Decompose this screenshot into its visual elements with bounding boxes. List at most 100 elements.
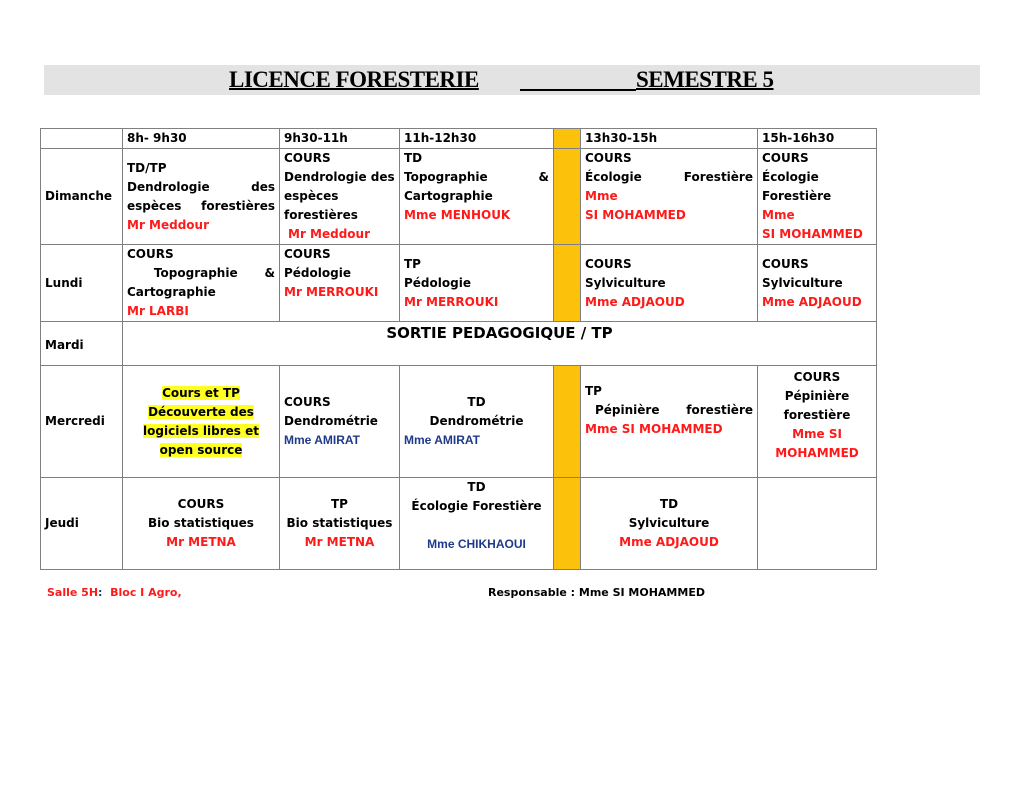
course-cell: COURS Écologie Forestière Mme SI MOHAMME… bbox=[580, 148, 758, 245]
teacher-name: Mme AMIRAT bbox=[284, 433, 360, 447]
time-slot-3: 11h-12h30 bbox=[399, 128, 554, 149]
course-subject: Cartographie bbox=[404, 189, 493, 203]
lunch-break-cell bbox=[553, 365, 581, 478]
teacher-name: Mme ADJAOUD bbox=[762, 294, 862, 309]
lunch-break-cell bbox=[553, 128, 581, 149]
room-colon: : bbox=[98, 586, 103, 599]
course-subject: Sylviculture bbox=[762, 275, 843, 290]
course-cell: TD Dendrométrie Mme AMIRAT bbox=[399, 365, 554, 478]
teacher-name: Mr Meddour bbox=[288, 227, 371, 241]
course-type: COURS bbox=[177, 497, 225, 511]
course-type: TD bbox=[467, 480, 486, 494]
course-subject: espèces forestières bbox=[127, 198, 275, 213]
teacher-name: Mme AMIRAT bbox=[404, 433, 480, 447]
course-cell: COURS Topographie & Cartographie Mr LARB… bbox=[122, 244, 280, 322]
course-type: TD bbox=[467, 395, 486, 409]
course-subject: Pépinière forestière bbox=[595, 403, 753, 417]
course-cell: COURS Pédologie Mr MERROUKI bbox=[279, 244, 400, 322]
course-subject: espèces bbox=[284, 189, 339, 203]
room-info: Salle 5H: Bloc I Agro, bbox=[47, 586, 182, 599]
empty-course-cell bbox=[757, 477, 877, 570]
table-row: Mardi SORTIE PEDAGOGIQUE / TP bbox=[40, 321, 877, 366]
course-cell: TD Sylviculture Mme ADJAOUD bbox=[580, 477, 758, 570]
table-row: Dimanche TD/TP Dendrologie des espèces f… bbox=[40, 148, 877, 245]
teacher-name: Mr MERROUKI bbox=[404, 294, 499, 309]
teacher-name: Mr Meddour bbox=[127, 217, 210, 232]
course-type: COURS bbox=[585, 256, 632, 271]
course-cell: Cours et TP Découverte des logiciels lib… bbox=[122, 365, 280, 478]
teacher-name: Mme ADJAOUD bbox=[619, 535, 719, 549]
teacher-name: Mme CHIKHAOUI bbox=[427, 537, 526, 551]
room-value: Bloc I Agro, bbox=[110, 586, 182, 599]
course-cell: TP Pédologie Mr MERROUKI bbox=[399, 244, 554, 322]
course-subject: Topographie & bbox=[127, 266, 275, 280]
course-subject: Sylviculture bbox=[585, 275, 666, 290]
course-cell: COURS Sylviculture Mme ADJAOUD bbox=[757, 244, 877, 322]
course-subject: Écologie bbox=[762, 170, 819, 184]
course-type: COURS bbox=[762, 256, 809, 271]
teacher-name: SI MOHAMMED bbox=[585, 208, 686, 222]
course-cell: COURS Dendrométrie Mme AMIRAT bbox=[279, 365, 400, 478]
course-type: TD bbox=[404, 151, 423, 165]
lunch-break-cell bbox=[553, 477, 581, 570]
day-label: Mardi bbox=[40, 321, 123, 366]
course-cell: TD/TP Dendrologie des espèces forestière… bbox=[122, 148, 280, 245]
course-subject: open source bbox=[159, 442, 243, 457]
course-subject: Bio statistiques bbox=[286, 516, 393, 530]
course-subject: Découverte des bbox=[148, 404, 254, 419]
course-type: TP bbox=[331, 497, 348, 511]
course-type: COURS bbox=[585, 151, 632, 165]
course-subject: Bio statistiques bbox=[148, 516, 254, 530]
title-underline-gap bbox=[520, 89, 636, 91]
course-subject: Pédologie bbox=[284, 266, 351, 280]
teacher-name: Mme bbox=[762, 208, 795, 222]
course-cell: TD Écologie Forestière Mme CHIKHAOUI bbox=[399, 477, 554, 570]
course-subject: Cartographie bbox=[127, 285, 216, 299]
course-type: COURS bbox=[793, 370, 841, 384]
course-type: Cours et TP bbox=[162, 385, 240, 400]
teacher-name: Mme bbox=[585, 189, 618, 203]
teacher-name: Mme ADJAOUD bbox=[585, 294, 685, 309]
course-type: COURS bbox=[127, 247, 174, 261]
course-subject: Écologie Forestière bbox=[585, 170, 753, 184]
corner-cell bbox=[40, 128, 123, 149]
course-cell: COURS Bio statistiques Mr METNA bbox=[122, 477, 280, 570]
teacher-name: Mr METNA bbox=[166, 535, 236, 549]
course-cell: COURS Écologie Forestière Mme SI MOHAMME… bbox=[757, 148, 877, 245]
course-subject: Dendrométrie bbox=[429, 414, 524, 428]
course-type: COURS bbox=[284, 151, 331, 165]
course-cell: COURS Pépinière forestière Mme SI MOHAMM… bbox=[757, 365, 877, 478]
course-type: COURS bbox=[284, 395, 331, 409]
course-cell: COURS Sylviculture Mme ADJAOUD bbox=[580, 244, 758, 322]
day-label: Dimanche bbox=[40, 148, 123, 245]
course-cell: COURS Dendrologie des espèces forestière… bbox=[279, 148, 400, 245]
course-subject: Écologie Forestière bbox=[411, 499, 542, 513]
field-trip-cell: SORTIE PEDAGOGIQUE / TP bbox=[122, 321, 877, 366]
course-subject: Dendrologie des bbox=[127, 179, 275, 194]
header-row: 8h- 9h30 9h30-11h 11h-12h30 13h30-15h 15… bbox=[40, 128, 877, 149]
course-cell: TP Pépinière forestière Mme SI MOHAMMED bbox=[580, 365, 758, 478]
timetable: 8h- 9h30 9h30-11h 11h-12h30 13h30-15h 15… bbox=[40, 128, 877, 570]
title-program: LICENCE FORESTERIE bbox=[229, 67, 479, 92]
course-subject: Sylviculture bbox=[628, 516, 710, 530]
table-row: Jeudi COURS Bio statistiques Mr METNA TP… bbox=[40, 477, 877, 570]
lunch-break-cell bbox=[553, 148, 581, 245]
lunch-break-cell bbox=[553, 244, 581, 322]
day-label: Lundi bbox=[40, 244, 123, 322]
course-cell: TP Bio statistiques Mr METNA bbox=[279, 477, 400, 570]
time-slot-5: 15h-16h30 bbox=[757, 128, 877, 149]
responsible-info: Responsable : Mme SI MOHAMMED bbox=[488, 586, 705, 599]
teacher-name: SI MOHAMMED bbox=[762, 227, 863, 241]
course-subject: Pédologie bbox=[404, 275, 471, 290]
room-label: Salle 5H bbox=[47, 586, 99, 599]
teacher-name: MOHAMMED bbox=[775, 446, 859, 460]
time-slot-4: 13h30-15h bbox=[580, 128, 758, 149]
table-row: Mercredi Cours et TP Découverte des logi… bbox=[40, 365, 877, 478]
course-type: COURS bbox=[762, 151, 809, 165]
course-subject: logiciels libres et bbox=[143, 423, 259, 438]
teacher-name: Mme MENHOUK bbox=[404, 208, 511, 222]
title-bar: LICENCE FORESTERIE SEMESTRE 5 bbox=[44, 65, 980, 95]
course-type: TP bbox=[585, 384, 602, 398]
course-subject: Topographie & bbox=[404, 170, 549, 184]
course-subject: forestière bbox=[783, 408, 851, 422]
